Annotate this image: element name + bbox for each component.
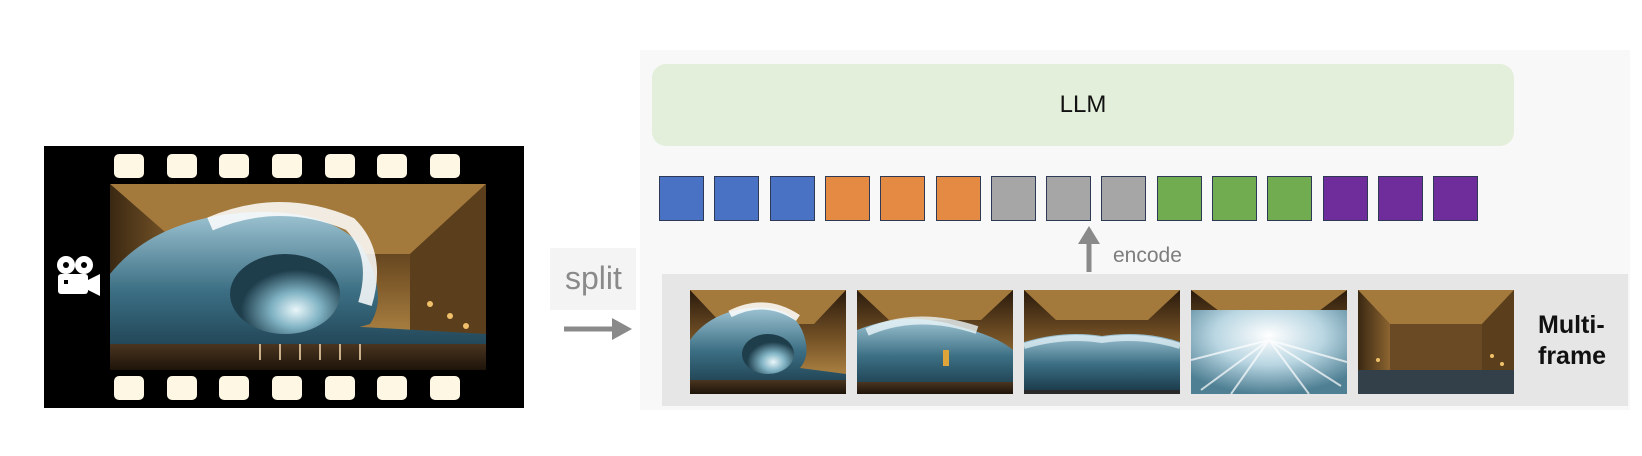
sprocket-hole xyxy=(219,376,250,400)
frame-thumbnail-5 xyxy=(1358,290,1514,394)
token-frame-5 xyxy=(1323,176,1368,221)
multiframe-label-line1: Multi- xyxy=(1538,311,1605,339)
frame-thumbnail-2 xyxy=(857,290,1013,394)
token-frame-1 xyxy=(770,176,815,221)
multiframe-label: Multi- frame xyxy=(1538,310,1606,372)
sprocket-hole xyxy=(271,154,302,178)
token-frame-2 xyxy=(825,176,870,221)
sprocket-hole xyxy=(377,154,408,178)
movie-camera-icon xyxy=(57,256,100,296)
sprocket-hole xyxy=(324,154,355,178)
frame-thumbnail-3 xyxy=(1024,290,1180,394)
token-frame-2 xyxy=(936,176,981,221)
right-arrow-icon xyxy=(564,318,632,340)
token-frame-1 xyxy=(659,176,704,221)
sprocket-hole xyxy=(429,376,460,400)
split-label-background xyxy=(550,248,636,310)
llm-block: LLM xyxy=(652,64,1514,146)
token-frame-3 xyxy=(991,176,1036,221)
token-frame-5 xyxy=(1378,176,1423,221)
frame-thumbnail-1 xyxy=(690,290,846,394)
sprocket-hole xyxy=(219,154,250,178)
encode-label: encode xyxy=(1113,244,1182,267)
sprocket-hole xyxy=(166,154,197,178)
token-row xyxy=(659,176,1519,222)
token-frame-4 xyxy=(1157,176,1202,221)
sprocket-hole xyxy=(377,376,408,400)
multiframe-label-line2: frame xyxy=(1538,342,1607,370)
token-frame-2 xyxy=(880,176,925,221)
token-frame-3 xyxy=(1101,176,1146,221)
token-frame-3 xyxy=(1046,176,1091,221)
up-arrow-icon xyxy=(1078,226,1100,272)
frame-thumbnail-4 xyxy=(1191,290,1347,394)
film-strip xyxy=(44,146,524,408)
sprocket-holes-top xyxy=(114,154,460,178)
llm-label: LLM xyxy=(1059,91,1107,118)
video-frame-wave xyxy=(110,184,486,370)
token-frame-5 xyxy=(1433,176,1478,221)
token-frame-4 xyxy=(1212,176,1257,221)
sprocket-hole xyxy=(114,154,144,178)
sprocket-hole xyxy=(114,376,144,400)
token-frame-4 xyxy=(1267,176,1312,221)
sprocket-hole xyxy=(429,154,460,178)
split-label: split xyxy=(565,260,622,296)
sprocket-holes-bottom xyxy=(114,376,460,400)
sprocket-hole xyxy=(324,376,355,400)
sprocket-hole xyxy=(271,376,302,400)
sprocket-hole xyxy=(166,376,197,400)
token-frame-1 xyxy=(714,176,759,221)
